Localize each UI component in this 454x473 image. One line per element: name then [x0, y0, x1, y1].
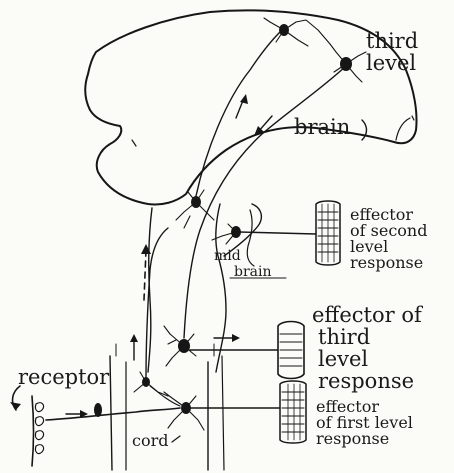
ascending-dashed — [144, 250, 146, 300]
cord-label-tail — [172, 436, 180, 442]
effector-third-label-line2: third — [318, 325, 370, 349]
brain-mark — [132, 140, 136, 146]
effector-first-level-muscle — [280, 381, 306, 443]
third-level-label-line1: third — [366, 29, 418, 53]
receptor-skin — [32, 396, 34, 466]
mid-brain-label-line1: mid — [214, 248, 241, 264]
effector-second-label-line4: response — [350, 253, 423, 272]
effector-third-label-line1: effector of — [312, 303, 424, 327]
third-level-label-line2: level — [366, 51, 416, 75]
effector-third-label-line4: response — [318, 369, 414, 393]
effector-third-level-muscle — [278, 322, 304, 379]
brain-mark — [412, 116, 414, 120]
cortex-neuron-upper — [264, 18, 330, 46]
effector-first-label-line3: response — [316, 429, 389, 448]
first-level-neuron — [164, 392, 204, 430]
receptor-cells — [35, 403, 43, 454]
brain-label: brain — [294, 115, 350, 139]
cord-left-edge — [110, 356, 112, 470]
effector-second-level-muscle — [316, 201, 340, 265]
cord-label: cord — [132, 431, 168, 450]
midbrain-right-edge — [216, 204, 226, 372]
ascending-cortex-arrowhead — [240, 94, 248, 104]
sensory-ganglion — [94, 403, 102, 417]
midbrain-hatch — [247, 210, 254, 266]
third-level-motor-neuron — [164, 326, 196, 366]
cord-right-edge-2 — [222, 356, 224, 470]
receptor-arrowhead — [10, 402, 21, 410]
cord-up-arrowhead — [130, 334, 138, 342]
receptor-label: receptor — [18, 365, 110, 389]
cord-relay-neuron — [134, 372, 168, 396]
third-level-arrowhead — [232, 334, 240, 342]
brain-fold — [396, 118, 410, 140]
cortex-neuron-third-level — [330, 44, 366, 82]
cord-relay-link — [150, 386, 180, 406]
effector-third-label-line3: level — [318, 347, 368, 371]
brain-label-paren — [362, 120, 367, 140]
